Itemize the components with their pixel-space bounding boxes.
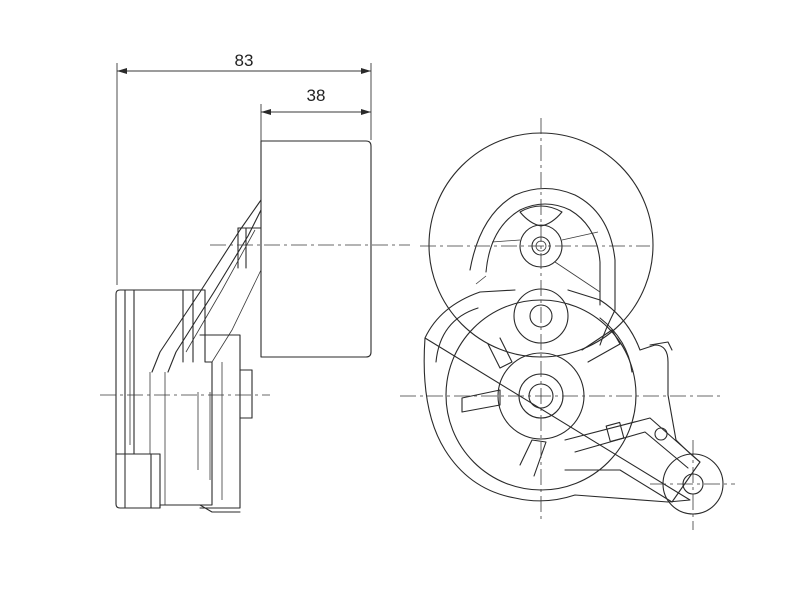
lever-arm: [564, 417, 701, 503]
body-side: [115, 289, 213, 509]
dimension-83-label: 83: [235, 51, 254, 70]
pulley-side: [260, 140, 372, 358]
dimension-83: 83: [116, 51, 372, 285]
dimension-38-label: 38: [307, 86, 326, 105]
front-view: [400, 118, 735, 530]
side-view: [100, 140, 410, 513]
arm-side: [151, 199, 262, 373]
dimension-38: 38: [260, 86, 371, 142]
arm-front: [469, 187, 616, 346]
